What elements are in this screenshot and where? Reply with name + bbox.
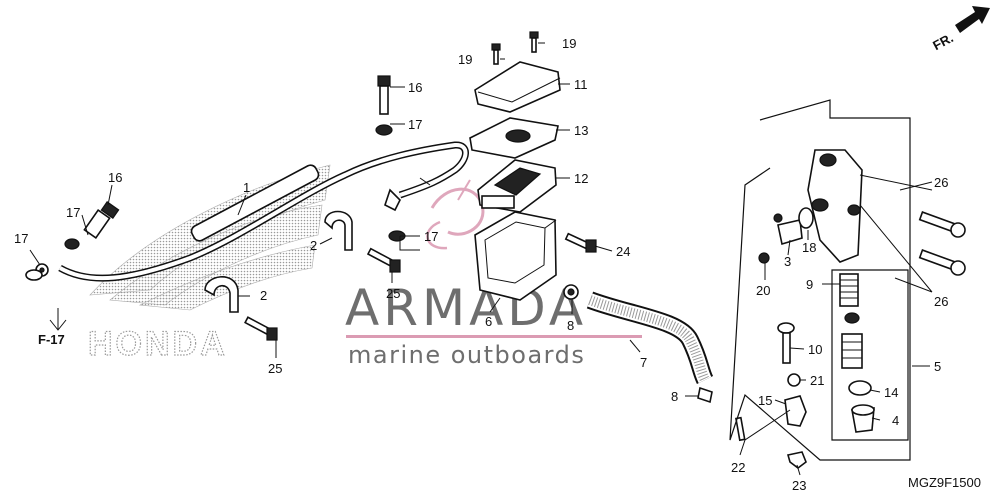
bolt-25 bbox=[244, 247, 401, 341]
oil-bolt-16 bbox=[83, 75, 391, 239]
label-part-5: 5 bbox=[934, 359, 941, 374]
label-part-10: 10 bbox=[808, 342, 822, 357]
brake-hose-assembly bbox=[35, 141, 469, 282]
reservoir-hose-7 bbox=[586, 291, 714, 385]
label-part-17d: 17 bbox=[14, 231, 28, 246]
armada-watermark: ARMADA marine outboards bbox=[345, 179, 642, 369]
label-part-14: 14 bbox=[884, 385, 898, 400]
label-part-6: 6 bbox=[485, 314, 492, 329]
pin-22 bbox=[735, 416, 746, 442]
label-part-1: 1 bbox=[243, 180, 250, 195]
bolt-26 bbox=[918, 211, 966, 276]
screw-20 bbox=[758, 252, 770, 264]
circlip-14 bbox=[848, 380, 872, 396]
master-cylinder-body bbox=[807, 149, 863, 263]
label-part-13: 13 bbox=[574, 123, 588, 138]
fr-label: FR. bbox=[930, 30, 956, 53]
cotter-pin-23 bbox=[786, 451, 807, 469]
label-part-8a: 8 bbox=[567, 318, 574, 333]
label-part-25b: 25 bbox=[268, 361, 282, 376]
label-part-4: 4 bbox=[892, 413, 899, 428]
label-part-8b: 8 bbox=[671, 389, 678, 404]
nut-21 bbox=[787, 373, 801, 387]
label-part-15: 15 bbox=[758, 393, 772, 408]
label-part-24: 24 bbox=[616, 244, 630, 259]
sealing-washer-17 bbox=[25, 124, 406, 281]
label-part-17a: 17 bbox=[408, 117, 422, 132]
label-part-2b: 2 bbox=[260, 288, 267, 303]
reservoir-cap-11 bbox=[474, 61, 561, 113]
leader-lines bbox=[29, 42, 933, 476]
master-cylinder-frame bbox=[729, 99, 911, 461]
label-part-16b: 16 bbox=[108, 170, 122, 185]
label-part-25a: 25 bbox=[386, 286, 400, 301]
plate-13 bbox=[469, 117, 559, 159]
pushrod-10 bbox=[777, 322, 795, 364]
label-part-20: 20 bbox=[756, 283, 770, 298]
honda-logo-text: HONDA bbox=[88, 325, 228, 363]
screw-19 bbox=[491, 31, 539, 65]
label-part-17c: 17 bbox=[66, 205, 80, 220]
hose-clamp-2 bbox=[204, 210, 353, 313]
label-part-16a: 16 bbox=[408, 80, 422, 95]
watermark-tagline: marine outboards bbox=[348, 341, 585, 369]
spring-9 bbox=[839, 273, 859, 307]
front-direction-arrow: FR. bbox=[930, 6, 990, 53]
hose-clip-8 bbox=[563, 284, 713, 404]
watermark-divider bbox=[346, 335, 642, 338]
piston-parts bbox=[841, 312, 863, 369]
diagram-code: MGZ9F1500 bbox=[908, 475, 981, 490]
label-part-2a: 2 bbox=[310, 238, 317, 253]
label-part-19b: 19 bbox=[562, 36, 576, 51]
boot-4 bbox=[851, 404, 875, 433]
label-part-26b: 26 bbox=[934, 294, 948, 309]
bolt-24 bbox=[564, 232, 597, 253]
watermark-brand: ARMADA bbox=[345, 279, 587, 337]
part-labels: 1 16 17 17 17 16 17 2 2 25 25 19 19 11 1… bbox=[14, 36, 981, 493]
joint-15 bbox=[784, 395, 807, 427]
label-part-22: 22 bbox=[731, 460, 745, 475]
honda-wing-logo: HONDA bbox=[87, 164, 331, 364]
oring-18 bbox=[798, 207, 814, 229]
label-part-7: 7 bbox=[640, 355, 647, 370]
diaphragm-12 bbox=[477, 159, 557, 213]
label-part-23: 23 bbox=[792, 478, 806, 493]
reservoir-body-6 bbox=[474, 211, 557, 301]
label-part-11: 11 bbox=[574, 77, 588, 92]
label-part-9: 9 bbox=[806, 277, 813, 292]
label-part-19a: 19 bbox=[458, 52, 472, 67]
label-part-3: 3 bbox=[784, 254, 791, 269]
label-part-18: 18 bbox=[802, 240, 816, 255]
label-part-21: 21 bbox=[810, 373, 824, 388]
label-part-12: 12 bbox=[574, 171, 588, 186]
label-part-26a: 26 bbox=[934, 175, 948, 190]
piston-kit-5-frame bbox=[831, 269, 909, 441]
joint-3 bbox=[773, 213, 803, 246]
ref-f17-label: F-17 bbox=[38, 332, 65, 347]
label-part-17b: 17 bbox=[424, 229, 438, 244]
